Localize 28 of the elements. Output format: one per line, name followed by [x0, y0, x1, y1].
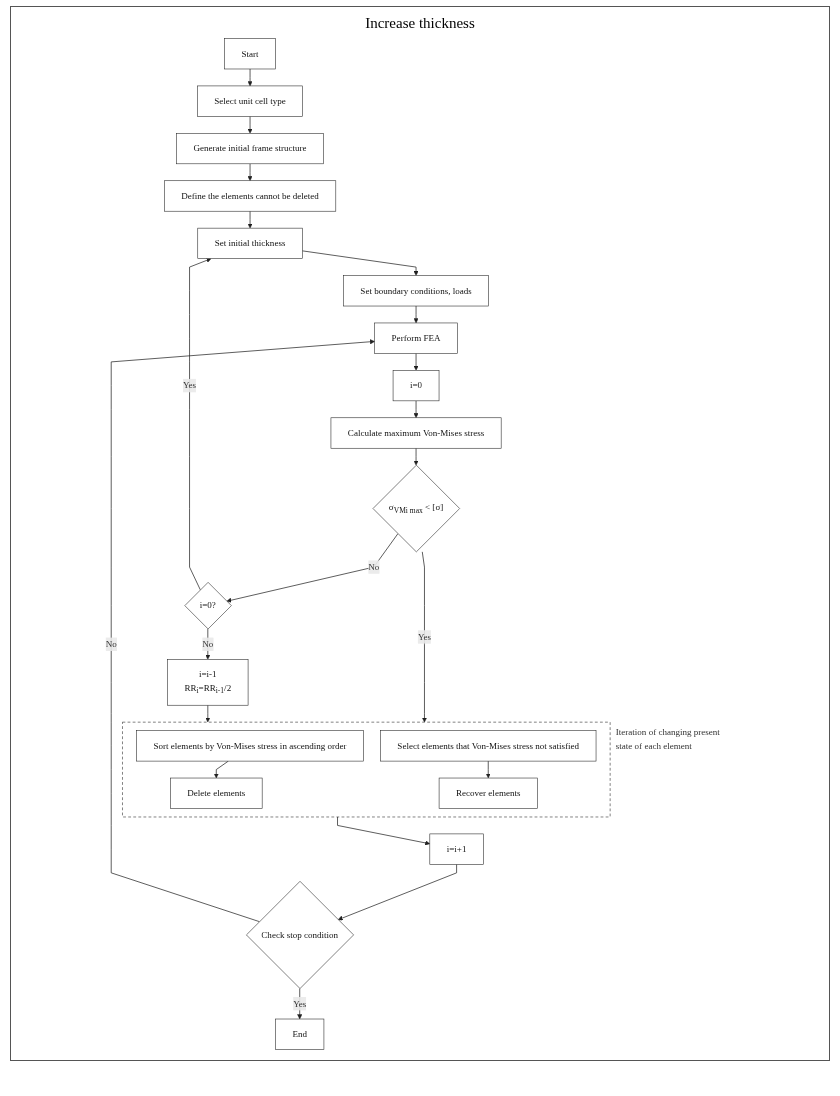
edge-label: Yes	[293, 998, 307, 1009]
node-box: Set initial thickness	[197, 227, 303, 259]
node-box: Sort elements by Von-Mises stress in ascending order	[136, 730, 364, 762]
node-diamond: Check stop condition	[246, 881, 354, 989]
cluster	[122, 721, 611, 818]
node-box: Calculate maximum Von-Mises stress	[330, 417, 502, 449]
node-box: Start	[224, 38, 276, 70]
edge-label: No	[202, 639, 214, 649]
node-box: Set boundary conditions, loads	[343, 275, 489, 307]
edge-label: Yes	[182, 380, 197, 391]
node-box: Recover elements	[438, 777, 538, 809]
edge-label: No	[105, 639, 117, 649]
node-box: Select elements that Von-Mises stress not satisfied	[380, 730, 597, 762]
node-box: i=i+1	[429, 833, 484, 865]
node-diamond: i=0?	[184, 582, 232, 630]
edge-label: Yes	[417, 631, 432, 642]
node-box: Generate initial frame structure	[176, 133, 324, 165]
node-box: i=i-1 RR$_{i}$=RR$_{i-1}$/2	[167, 659, 249, 706]
node-box: Delete elements	[170, 777, 263, 809]
node-diamond: σ$_{VMi max}$ < [σ]	[372, 464, 460, 553]
node-box: Perform FEA	[374, 322, 458, 354]
edge-label: No	[368, 562, 380, 572]
node-box: Select unit cell type	[197, 85, 303, 117]
node-box: i=0	[392, 370, 440, 402]
node-box: End	[275, 1018, 325, 1050]
node-label: Iteration of changing present state of each element	[615, 727, 720, 751]
note-label: Increase thickness	[365, 15, 475, 32]
node-box: Define the elements cannot be deleted	[164, 180, 337, 212]
